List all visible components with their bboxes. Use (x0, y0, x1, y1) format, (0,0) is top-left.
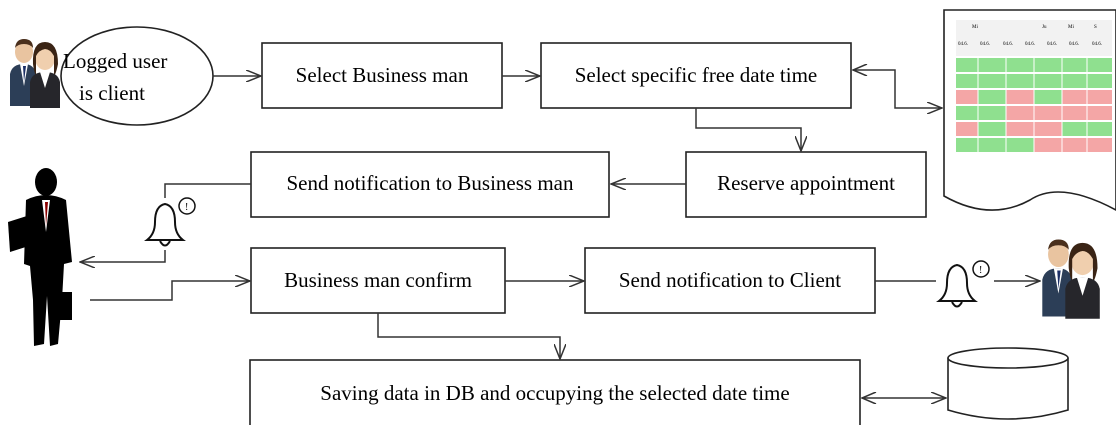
svg-text:04.6.: 04.6. (980, 42, 990, 47)
start-label-line1: Logged user (63, 49, 167, 73)
business-man-confirm-label: Business man confirm (284, 268, 472, 292)
business-man-silhouette-icon (8, 168, 72, 346)
select-business-man-label: Select Business man (296, 63, 469, 87)
svg-text:04.6.: 04.6. (958, 42, 968, 47)
database-cylinder-icon (947, 347, 1069, 420)
svg-text:04.6.: 04.6. (1003, 42, 1013, 47)
save-data-label: Saving data in DB and occupying the sele… (320, 381, 789, 405)
svg-text:!: ! (979, 265, 982, 276)
select-business-man-box: Select Business man (261, 42, 503, 109)
client-users-icon (10, 39, 60, 108)
svg-text:04.6.: 04.6. (1025, 42, 1035, 47)
notify-client-label: Send notification to Client (619, 268, 841, 292)
svg-text:Mi: Mi (1068, 25, 1074, 30)
bell-notification-icon: ! (144, 197, 196, 247)
reserve-appointment-box: Reserve appointment (685, 151, 927, 218)
connectors (80, 70, 1040, 398)
reserve-appointment-label: Reserve appointment (717, 171, 895, 195)
calendar-document-icon: Mi Ju Mi S 04.6. 04.6. 04.6. 04.6. 04.6. 04.6. 0… (943, 9, 1116, 211)
select-free-date-time-box: Select specific free date time (540, 42, 852, 109)
notify-client-box: Send notification to Client (584, 247, 876, 314)
start-node-logged-user: Logged user is client (60, 26, 214, 126)
svg-text:Mi: Mi (972, 25, 978, 30)
svg-text:S: S (1094, 25, 1097, 30)
save-data-box: Saving data in DB and occupying the sele… (249, 359, 861, 430)
svg-text:04.6.: 04.6. (1092, 42, 1102, 47)
calendar-slot-grid (956, 58, 1112, 152)
notify-business-man-box: Send notification to Business man (250, 151, 610, 218)
svg-text:Ju: Ju (1042, 25, 1047, 30)
client-users-icon-right (1042, 239, 1100, 319)
svg-text:!: ! (185, 202, 188, 213)
business-man-confirm-box: Business man confirm (250, 247, 506, 314)
notify-business-man-label: Send notification to Business man (287, 171, 574, 195)
select-free-date-time-label: Select specific free date time (575, 63, 818, 87)
svg-text:04.6.: 04.6. (1047, 42, 1057, 47)
svg-text:04.6.: 04.6. (1069, 42, 1079, 47)
bell-notification-icon-client: ! (936, 260, 990, 308)
start-label-line2: is client (79, 81, 145, 105)
